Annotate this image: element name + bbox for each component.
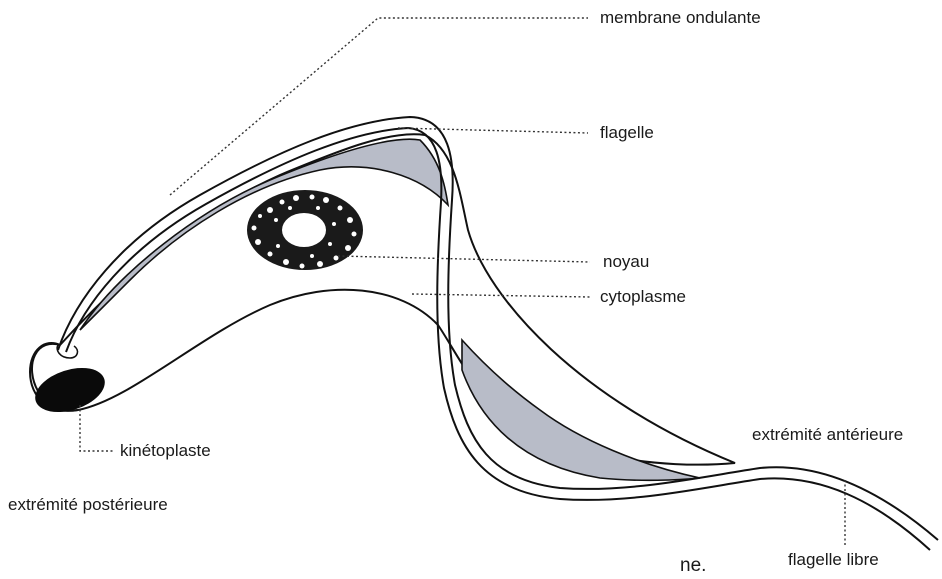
leader-flagelle bbox=[398, 128, 588, 133]
label-kinetoplaste: kinétoplaste bbox=[120, 441, 211, 461]
label-flagelle: flagelle bbox=[600, 123, 654, 143]
label-extremite-posterieure: extrémité postérieure bbox=[8, 495, 168, 515]
leader-kinetoplaste bbox=[80, 405, 115, 451]
nucleus bbox=[247, 190, 363, 270]
label-membrane-ondulante: membrane ondulante bbox=[600, 8, 761, 28]
label-flagelle-libre: flagelle libre bbox=[788, 550, 879, 570]
label-noyau: noyau bbox=[603, 252, 649, 272]
truncated-caption: ne. bbox=[680, 556, 706, 576]
label-extremite-anterieure: extrémité antérieure bbox=[752, 425, 903, 445]
label-cytoplasme: cytoplasme bbox=[600, 287, 686, 307]
